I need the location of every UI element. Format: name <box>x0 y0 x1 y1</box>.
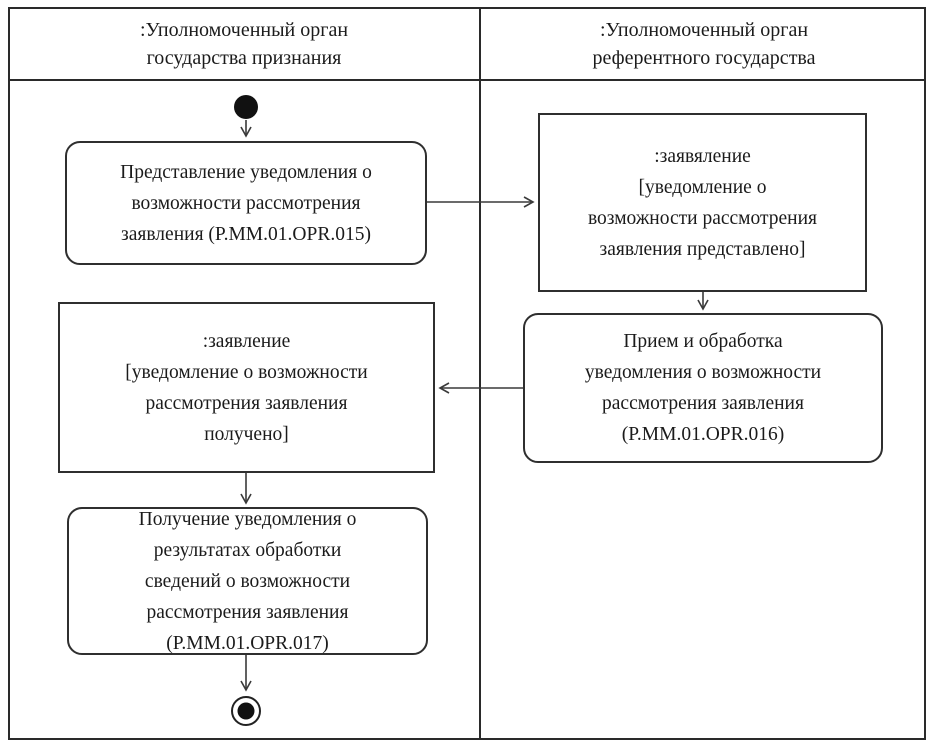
lane-header-referent-state: :Уполномоченный орган референтного госуд… <box>592 19 816 69</box>
action-node-opr-016: Прием и обработка уведомления о возможно… <box>523 313 883 463</box>
swimlane-divider <box>479 7 481 740</box>
object-node-zayavlenie-predstavleno: :заявяление [уведомление о возможности р… <box>538 113 867 292</box>
action-node-opr-015: Представление уведомления о возможности … <box>65 141 427 265</box>
action-node-opr-017: Получение уведомления о результатах обра… <box>67 507 428 655</box>
header-separator <box>8 79 926 81</box>
object-node-zayavlenie-polucheno: :заявление [уведомление о возможности ра… <box>58 302 435 473</box>
lane-header-recognition-state: :Уполномоченный орган государства призна… <box>139 19 349 69</box>
